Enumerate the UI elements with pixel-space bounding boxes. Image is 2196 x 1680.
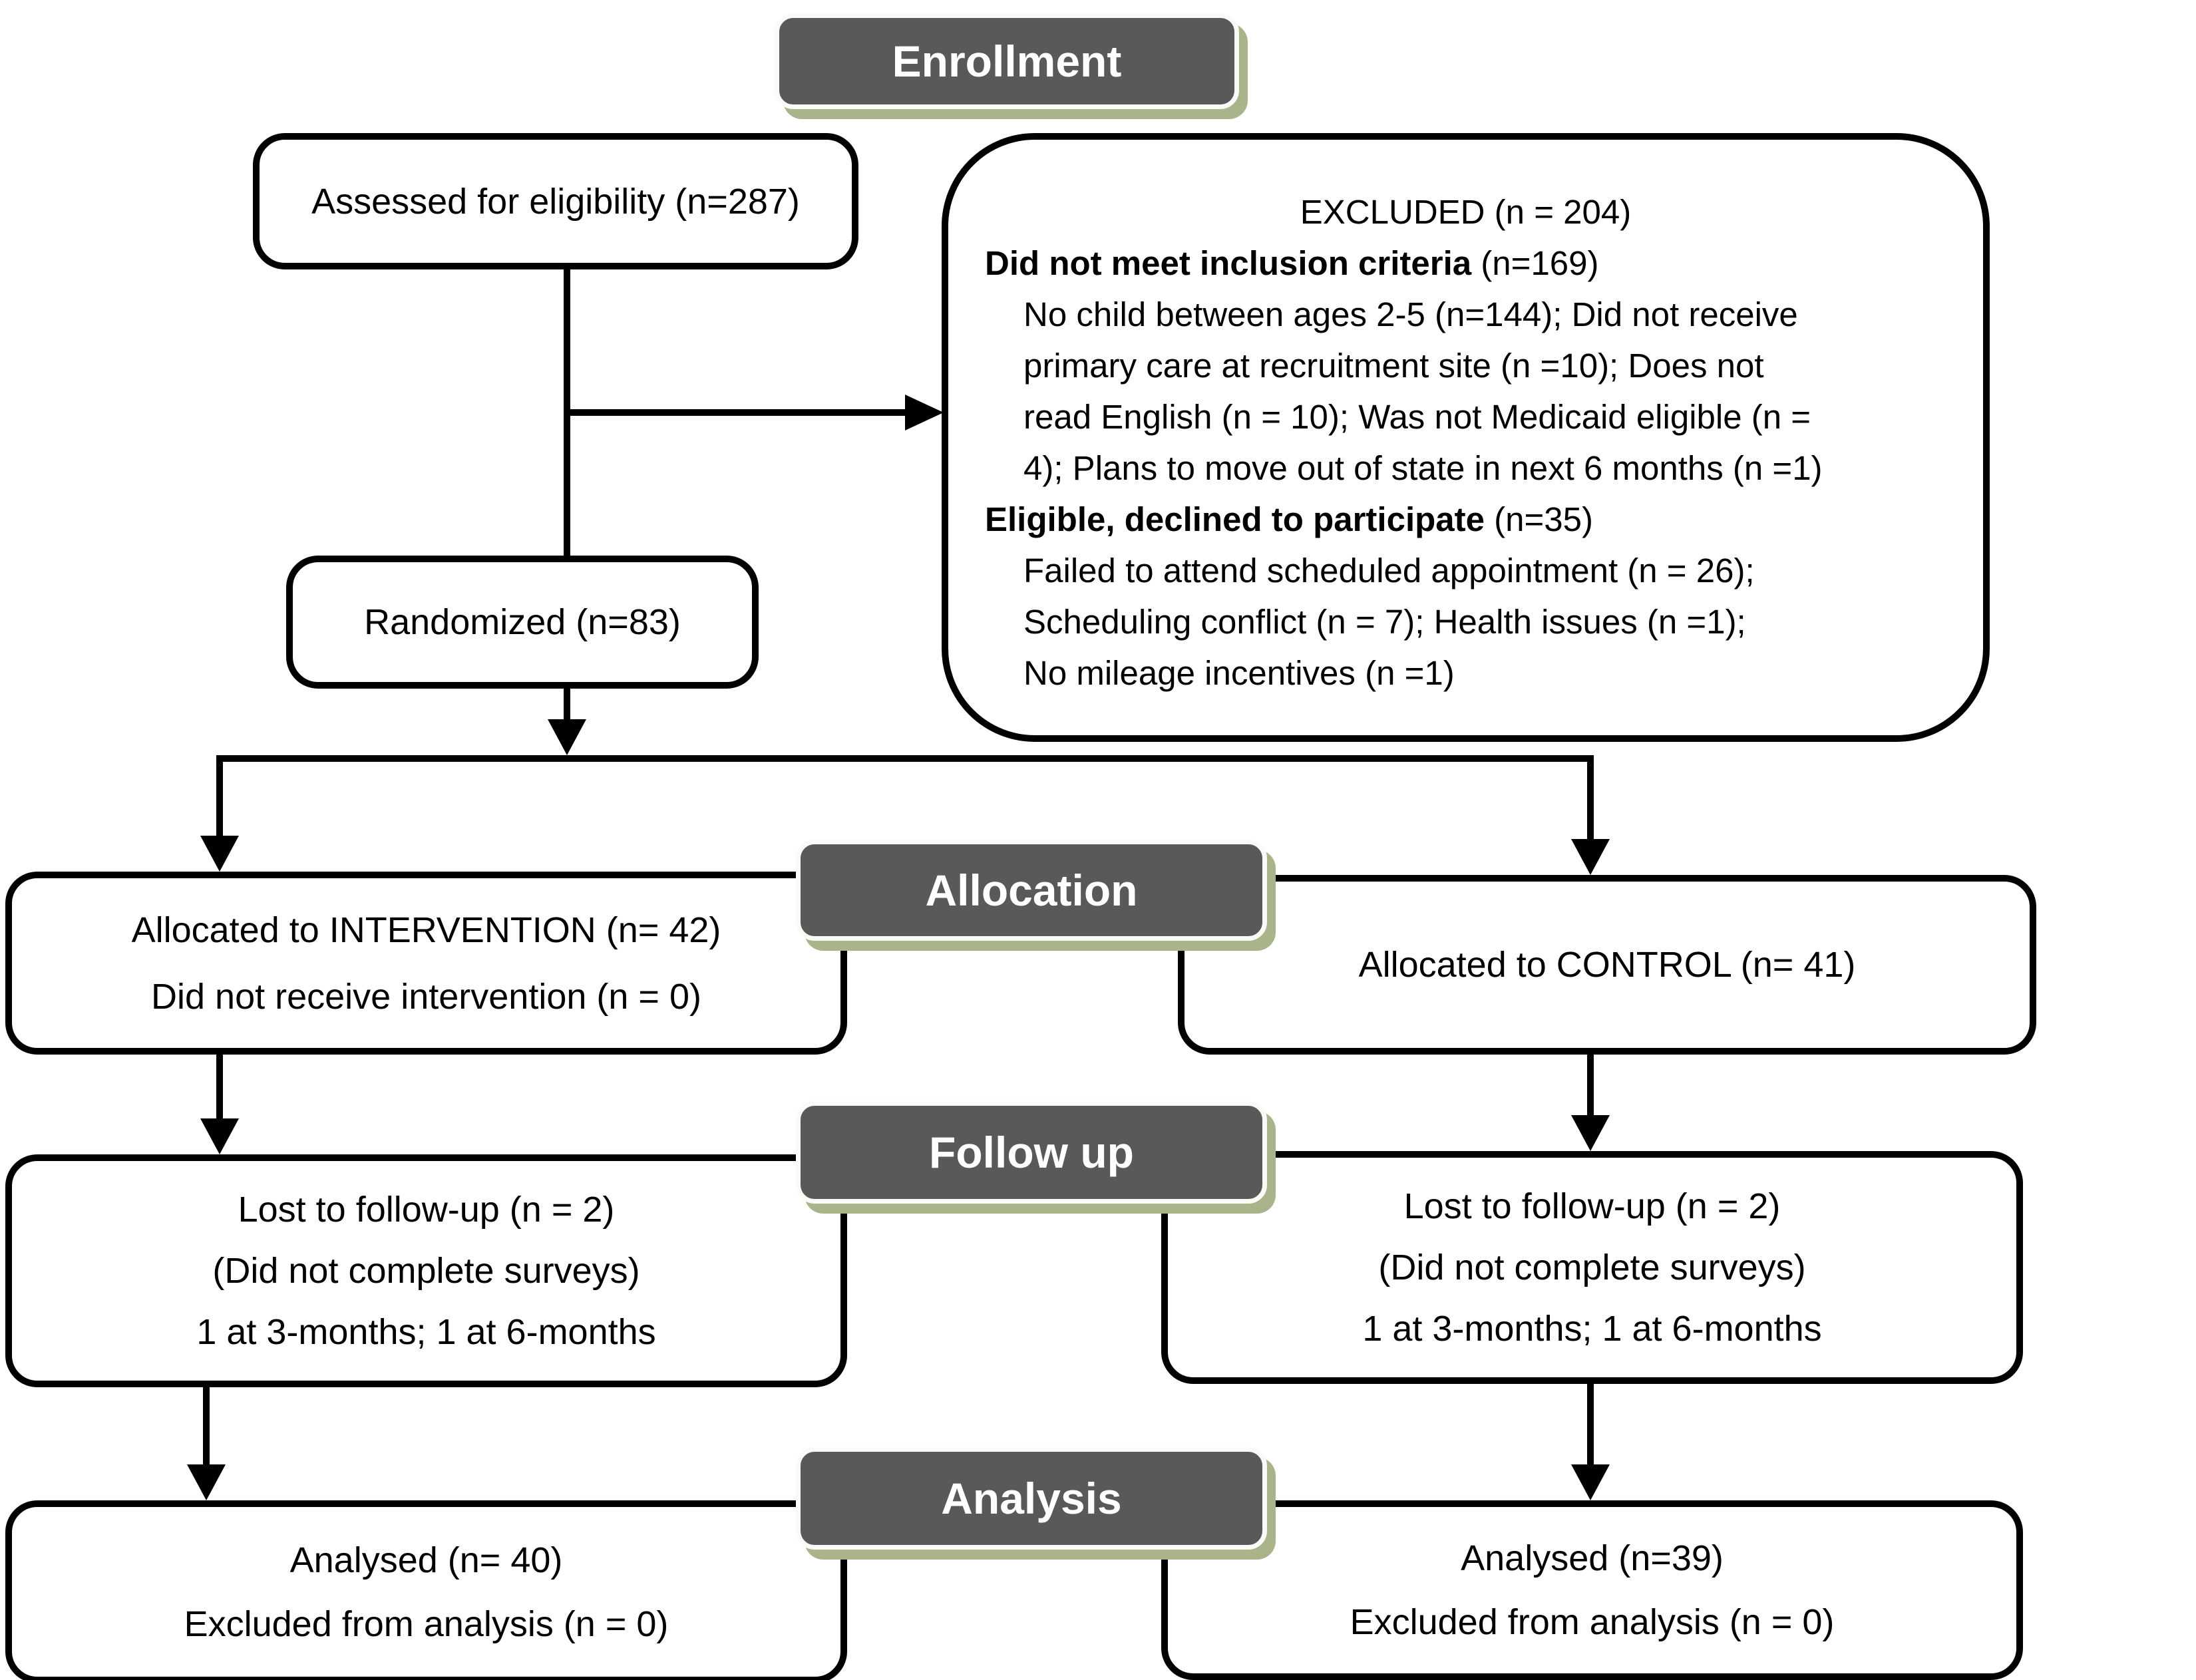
allocation-header-label: Allocation <box>925 866 1138 915</box>
arrowhead-into-analysed-control <box>1571 1464 1610 1500</box>
lost-intervention-box: Lost to follow-up (n = 2) (Did not compl… <box>5 1154 847 1387</box>
connector-lost-to-analysed-left <box>203 1374 210 1467</box>
excluded-box: EXCLUDED (n = 204) Did not meet inclusio… <box>942 133 1990 742</box>
allocated-intervention-box: Allocated to INTERVENTION (n= 42) Did no… <box>5 872 847 1055</box>
excluded-title: EXCLUDED (n = 204) <box>1300 193 1632 231</box>
excluded-detail-line: Scheduling conflict (n = 7); Health issu… <box>1023 603 1746 641</box>
branch-left-vertical <box>216 755 223 838</box>
follow-up-header: Follow up <box>796 1101 1267 1204</box>
branch-right-vertical <box>1587 755 1594 842</box>
enrollment-header: Enrollment <box>775 13 1239 109</box>
allocated-control-box: Allocated to CONTROL (n= 41) <box>1178 875 2036 1055</box>
arrowhead-into-lost-intervention <box>200 1118 239 1154</box>
assessed-box: Assessed for eligibility (n=287) <box>253 133 858 269</box>
excluded-detail-line: No child between ages 2-5 (n=144); Did n… <box>1023 295 1798 333</box>
analysed-intervention-box: Analysed (n= 40) Excluded from analysis … <box>5 1500 847 1680</box>
allocated-control-line: Allocated to CONTROL (n= 41) <box>1358 945 1856 985</box>
arrowhead-into-allocated-control <box>1571 839 1610 875</box>
follow-up-header-label: Follow up <box>929 1128 1134 1177</box>
connector-lost-to-analysed-right <box>1587 1371 1594 1467</box>
analysis-header: Analysis <box>796 1447 1267 1550</box>
connector-intervention-to-lost <box>216 1041 223 1121</box>
analysed-control-box: Analysed (n=39) Excluded from analysis (… <box>1161 1500 2023 1680</box>
lost-intervention-line: Lost to follow-up (n = 2) <box>238 1190 615 1230</box>
excluded-detail-line: read English (n = 10); Was not Medicaid … <box>1023 398 1811 436</box>
lost-control-line: 1 at 3-months; 1 at 6-months <box>1362 1309 1822 1349</box>
excluded-heading-declined: Eligible, declined to participate (n=35) <box>985 494 1946 545</box>
excluded-detail-line: No mileage incentives (n =1) <box>1023 654 1455 692</box>
excluded-heading-inclusion: Did not meet inclusion criteria (n=169) <box>985 238 1946 289</box>
connector-assessed-to-branch <box>564 256 570 722</box>
arrowhead-into-allocated-intervention <box>200 836 239 872</box>
excluded-heading-inclusion-count: (n=169) <box>1471 244 1599 282</box>
arrowhead-randomized-to-branch <box>548 719 586 755</box>
randomized-box: Randomized (n=83) <box>286 556 759 689</box>
assessed-text: Assessed for eligibility (n=287) <box>311 181 800 222</box>
analysed-control-line: Excluded from analysis (n = 0) <box>1350 1602 1835 1642</box>
arrowhead-into-excluded <box>905 395 944 430</box>
allocated-intervention-line: Allocated to INTERVENTION (n= 42) <box>131 910 721 950</box>
analysed-control-line: Analysed (n=39) <box>1461 1538 1724 1578</box>
lost-control-line: (Did not complete surveys) <box>1378 1248 1806 1287</box>
randomized-text: Randomized (n=83) <box>364 602 681 642</box>
lost-intervention-line: (Did not complete surveys) <box>212 1251 640 1291</box>
arrowhead-into-analysed-intervention <box>187 1464 226 1500</box>
analysed-intervention-line: Analysed (n= 40) <box>289 1540 563 1580</box>
excluded-detail-line: 4); Plans to move out of state in next 6… <box>1023 449 1823 487</box>
branch-horizontal <box>216 755 1594 762</box>
lost-intervention-line: 1 at 3-months; 1 at 6-months <box>196 1312 656 1352</box>
lost-control-box: Lost to follow-up (n = 2) (Did not compl… <box>1161 1151 2023 1384</box>
connector-control-to-lost <box>1587 1041 1594 1118</box>
analysed-intervention-line: Excluded from analysis (n = 0) <box>184 1603 669 1644</box>
analysis-header-label: Analysis <box>941 1474 1122 1523</box>
excluded-heading-declined-count: (n=35) <box>1484 500 1593 538</box>
connector-to-excluded <box>567 409 906 416</box>
excluded-heading-inclusion-bold: Did not meet inclusion criteria <box>985 244 1472 282</box>
allocation-header: Allocation <box>796 840 1267 941</box>
excluded-heading-declined-bold: Eligible, declined to participate <box>985 500 1485 538</box>
enrollment-header-label: Enrollment <box>892 37 1122 86</box>
allocated-intervention-line: Did not receive intervention (n = 0) <box>151 976 701 1017</box>
excluded-detail-line: primary care at recruitment site (n =10)… <box>1023 347 1764 385</box>
arrowhead-into-lost-control <box>1571 1115 1610 1151</box>
lost-control-line: Lost to follow-up (n = 2) <box>1403 1186 1781 1226</box>
excluded-detail-line: Failed to attend scheduled appointment (… <box>1023 552 1755 589</box>
